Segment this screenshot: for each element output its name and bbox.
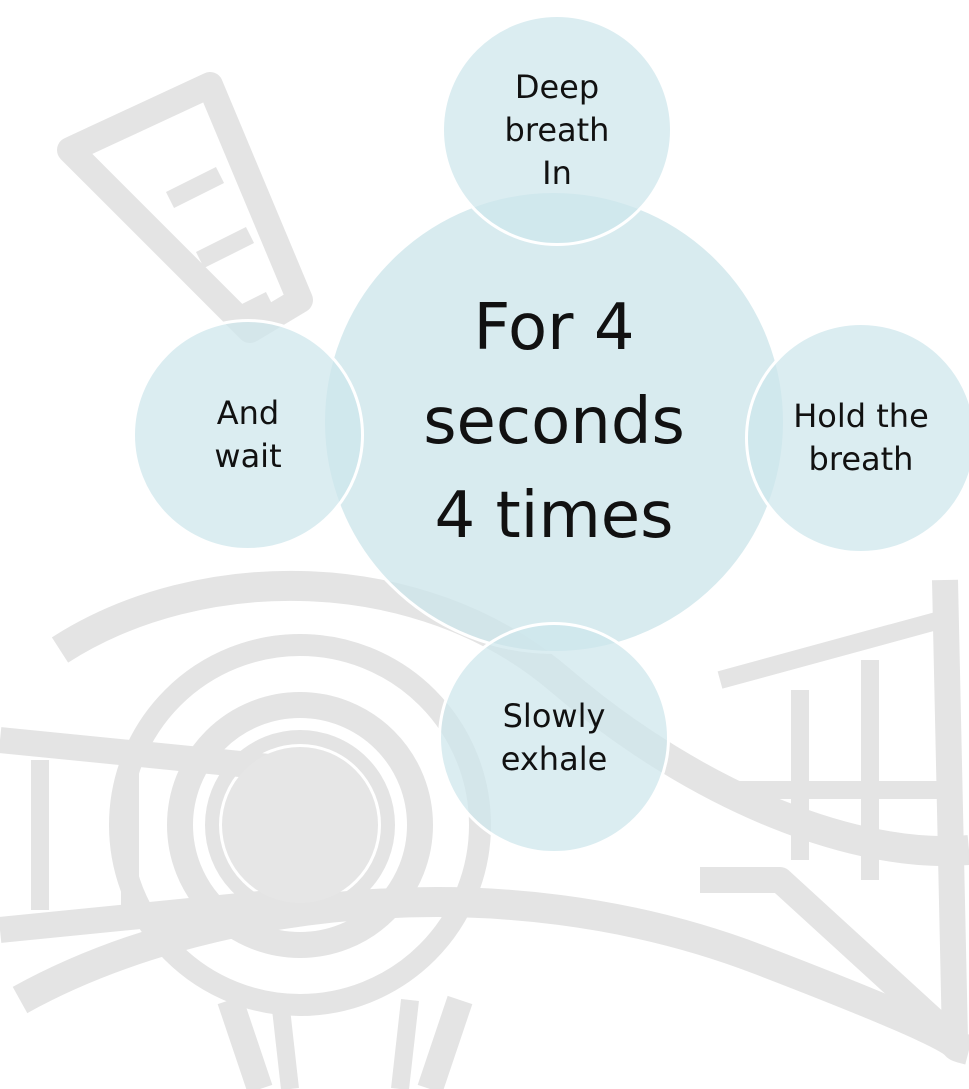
node-left-text: And wait bbox=[214, 392, 281, 478]
node-right-text: Hold the breath bbox=[793, 395, 929, 481]
center-circle-text: For 4 seconds 4 times bbox=[423, 281, 685, 563]
node-right-hold-breath: Hold the breath bbox=[745, 322, 969, 554]
node-bottom-text: Slowly exhale bbox=[501, 695, 608, 781]
node-top-text: Deep breath In bbox=[505, 66, 610, 195]
node-left-wait: And wait bbox=[132, 319, 364, 551]
node-top-deep-breath: Deep breath In bbox=[441, 14, 673, 246]
center-circle: For 4 seconds 4 times bbox=[322, 190, 786, 654]
node-bottom-exhale: Slowly exhale bbox=[438, 622, 670, 854]
